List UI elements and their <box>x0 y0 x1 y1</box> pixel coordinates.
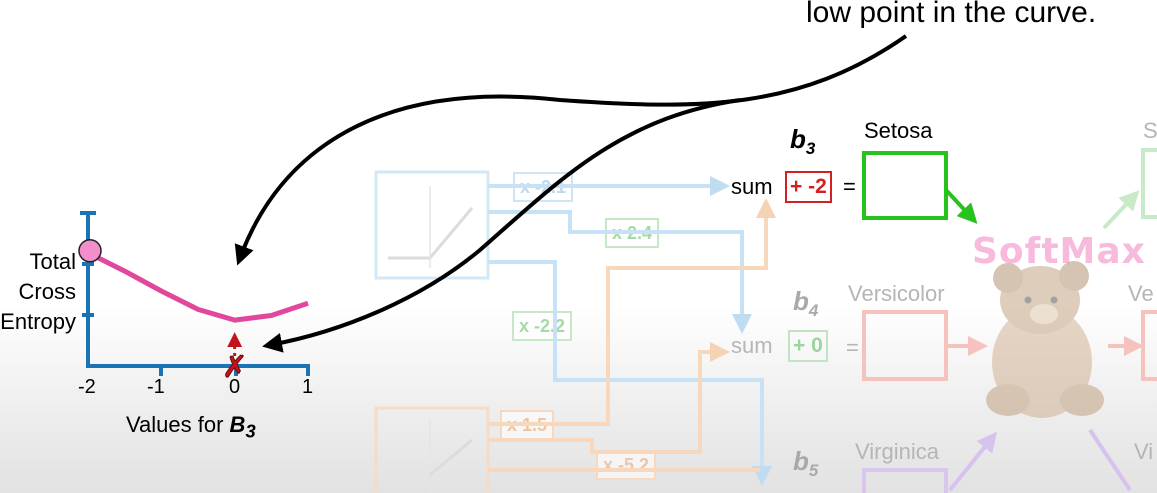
y-axis-label-line-3: Entropy <box>0 309 76 334</box>
orange-connections <box>488 198 776 472</box>
clipped-output-label: S <box>1143 118 1157 143</box>
x-marker: ✗ <box>222 350 247 385</box>
setosa-label: Setosa <box>864 118 933 143</box>
x-tick-label: -2 <box>78 376 96 398</box>
bias-b5-label: b5 <box>793 446 819 481</box>
equals-versicolor: = <box>846 335 859 360</box>
pointer-arrow-to-curve <box>234 34 908 266</box>
cross-entropy-curve <box>86 250 309 323</box>
x-axis-label: Values for B3 <box>126 414 256 441</box>
x-axis-label-prefix: Values for <box>126 412 230 437</box>
clipped-output-box <box>1141 310 1157 381</box>
bias-b4-label: b4 <box>793 286 819 321</box>
highlight-point <box>78 239 102 263</box>
y-axis-label-line-1: Total <box>29 249 76 274</box>
clipped-output-box <box>1141 148 1157 219</box>
y-axis-label: Total Cross Entropy <box>0 247 76 337</box>
teddy-bear-image <box>986 261 1104 418</box>
bias-setosa-box: + -2 <box>785 171 832 203</box>
sum-setosa-label: sum <box>731 174 773 199</box>
activation-box-top <box>374 170 490 280</box>
x-axis-label-sub: 3 <box>245 420 256 442</box>
bias-b3-label: b3 <box>790 124 816 159</box>
x-axis-label-var: B <box>229 412 246 437</box>
x-tick-label: 1 <box>302 376 314 398</box>
plot-axes <box>80 211 310 376</box>
equals-setosa: = <box>843 174 856 199</box>
weight-box: x -5.2 <box>596 450 657 480</box>
y-axis-label-line-2: Cross <box>18 279 76 304</box>
blue-connections <box>488 176 772 486</box>
clipped-output-label: Vi <box>1134 439 1154 464</box>
softmax-out-top-arrow <box>1102 190 1140 230</box>
virginica-arrow <box>948 431 998 492</box>
setosa-output-box <box>862 151 948 220</box>
versicolor-output-box <box>862 310 948 381</box>
bias-versicolor-box: + 0 <box>788 330 828 362</box>
activation-box-bottom <box>374 406 490 493</box>
sum-versicolor-label: sum <box>731 333 773 358</box>
softmax-label: SoftMax <box>972 231 1146 272</box>
setosa-to-softmax-arrow <box>944 188 978 224</box>
versicolor-label: Versicolor <box>848 281 945 306</box>
caption-text: low point in the curve. <box>806 0 1097 29</box>
softmax-out-bottom-arrow <box>1088 428 1132 492</box>
x-tick-label: 0 <box>229 376 241 398</box>
virginica-label: Virginica <box>855 439 939 464</box>
pointer-arrow-to-marker <box>262 98 741 353</box>
virginica-output-box <box>862 468 948 493</box>
clipped-output-label: Ve <box>1128 281 1154 306</box>
x-tick-label: -1 <box>147 376 165 398</box>
